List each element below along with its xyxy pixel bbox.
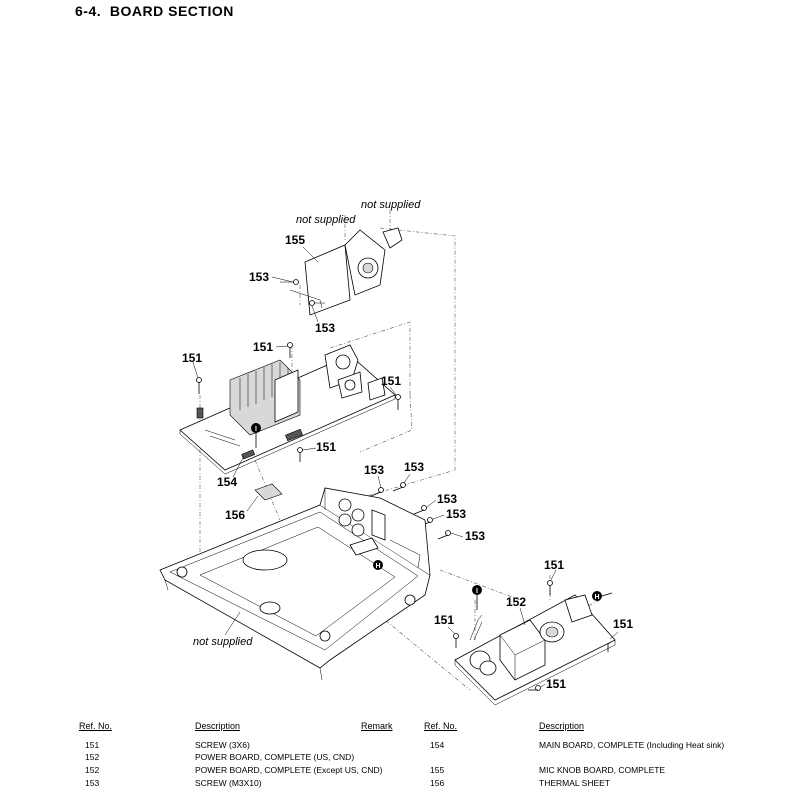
description-cell: THERMAL SHEET <box>539 778 611 788</box>
description-header: Description <box>195 721 241 731</box>
screws <box>196 342 611 691</box>
description-header: Description <box>539 721 585 731</box>
ref-no-cell: 153 <box>85 778 100 788</box>
leader-lines <box>192 246 619 688</box>
marker-i-upper: I <box>251 423 261 448</box>
marker-h-chassis: H <box>373 560 383 570</box>
callout-156: 156 <box>225 508 245 522</box>
marker-h-power: H <box>592 591 613 601</box>
notes: not supplied not supplied not supplied <box>193 199 421 648</box>
callout-155: 155 <box>285 233 305 247</box>
power-board <box>454 594 616 706</box>
not-supplied-note: not supplied <box>296 214 356 226</box>
svg-text:I: I <box>255 426 257 433</box>
not-supplied-note: not supplied <box>361 199 421 211</box>
connector-markers: I I H H <box>251 423 613 610</box>
svg-text:I: I <box>476 588 478 595</box>
callout-153: 153 <box>364 463 384 477</box>
callout-151: 151 <box>316 440 336 454</box>
ref-no-header: Ref. No. <box>424 721 458 731</box>
callout-151: 151 <box>253 340 273 354</box>
description-cell: SCREW (M3X10) <box>195 778 262 788</box>
callout-152: 152 <box>506 595 526 609</box>
ref-no-cell: 151 <box>85 740 100 750</box>
callout-153: 153 <box>437 492 457 506</box>
description-cell: POWER BOARD, COMPLETE (Except US, CND) <box>195 765 383 775</box>
description-cell: POWER BOARD, COMPLETE (US, CND) <box>195 752 355 762</box>
callout-151: 151 <box>546 677 566 691</box>
callout-151: 151 <box>544 558 564 572</box>
callout-153: 153 <box>465 529 485 543</box>
callout-153: 153 <box>404 460 424 474</box>
callout-151: 151 <box>381 374 401 388</box>
ref-no-cell: 155 <box>430 765 445 775</box>
ref-no-cell: 152 <box>85 765 100 775</box>
callout-151: 151 <box>434 613 454 627</box>
heat-sink <box>229 359 301 436</box>
not-supplied-note: not supplied <box>193 636 253 648</box>
description-cell: SCREW (3X6) <box>195 740 250 750</box>
callout-153: 153 <box>249 270 269 284</box>
mic-knob-board <box>280 227 403 316</box>
description-cell: MIC KNOB BOARD, COMPLETE <box>539 765 666 775</box>
ref-no-header: Ref. No. <box>79 721 113 731</box>
thermal-sheet <box>254 483 283 501</box>
section-title: 6-4. BOARD SECTION <box>75 3 234 19</box>
description-cell: MAIN BOARD, COMPLETE (Including Heat sin… <box>539 740 725 750</box>
ref-no-cell: 152 <box>85 752 100 762</box>
chassis <box>159 487 431 681</box>
svg-text:H: H <box>594 594 599 601</box>
marker-i-lower: I <box>472 585 482 610</box>
callout-153: 153 <box>315 321 335 335</box>
svg-text:H: H <box>375 563 380 570</box>
parts-list-table: Ref. No. Description Remark Ref. No. Des… <box>0 715 800 800</box>
callout-154: 154 <box>217 475 237 489</box>
callout-153: 153 <box>446 507 466 521</box>
callouts: 155 153 153 151 151 151 151 154 153 153 … <box>182 233 633 691</box>
remark-header: Remark <box>361 721 393 731</box>
ref-no-cell: 156 <box>430 778 445 788</box>
ref-no-cell: 154 <box>430 740 445 750</box>
main-board <box>179 344 396 475</box>
callout-151: 151 <box>182 351 202 365</box>
callout-151: 151 <box>613 617 633 631</box>
